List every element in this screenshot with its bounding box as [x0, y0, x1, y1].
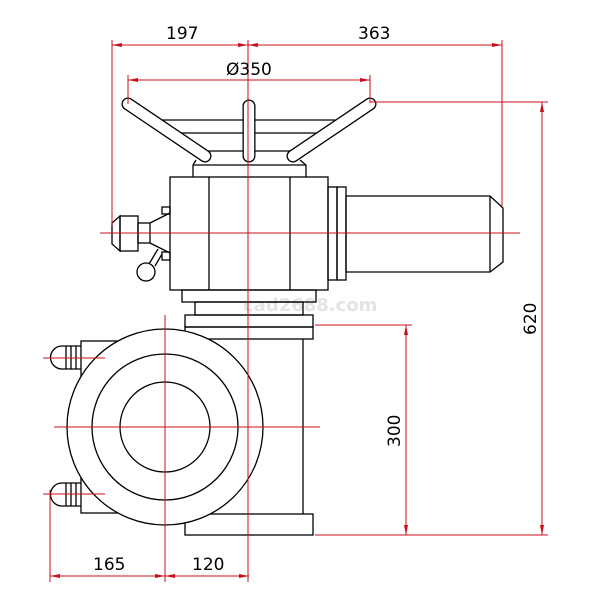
- dim-197: 197: [166, 24, 198, 44]
- dim-120: 120: [192, 555, 224, 575]
- watermark: cad2688.com: [243, 295, 377, 316]
- dim-363: 363: [358, 24, 390, 44]
- manual-lever: [111, 206, 171, 282]
- lower-housing: [49, 314, 314, 536]
- dim-300: 300: [385, 415, 405, 447]
- handwheel: [121, 97, 377, 177]
- dim-handwheel-diameter: Ø350: [226, 60, 272, 80]
- dim-620: 620: [521, 303, 541, 335]
- dim-165: 165: [93, 555, 125, 575]
- dimension-lines: [43, 40, 548, 582]
